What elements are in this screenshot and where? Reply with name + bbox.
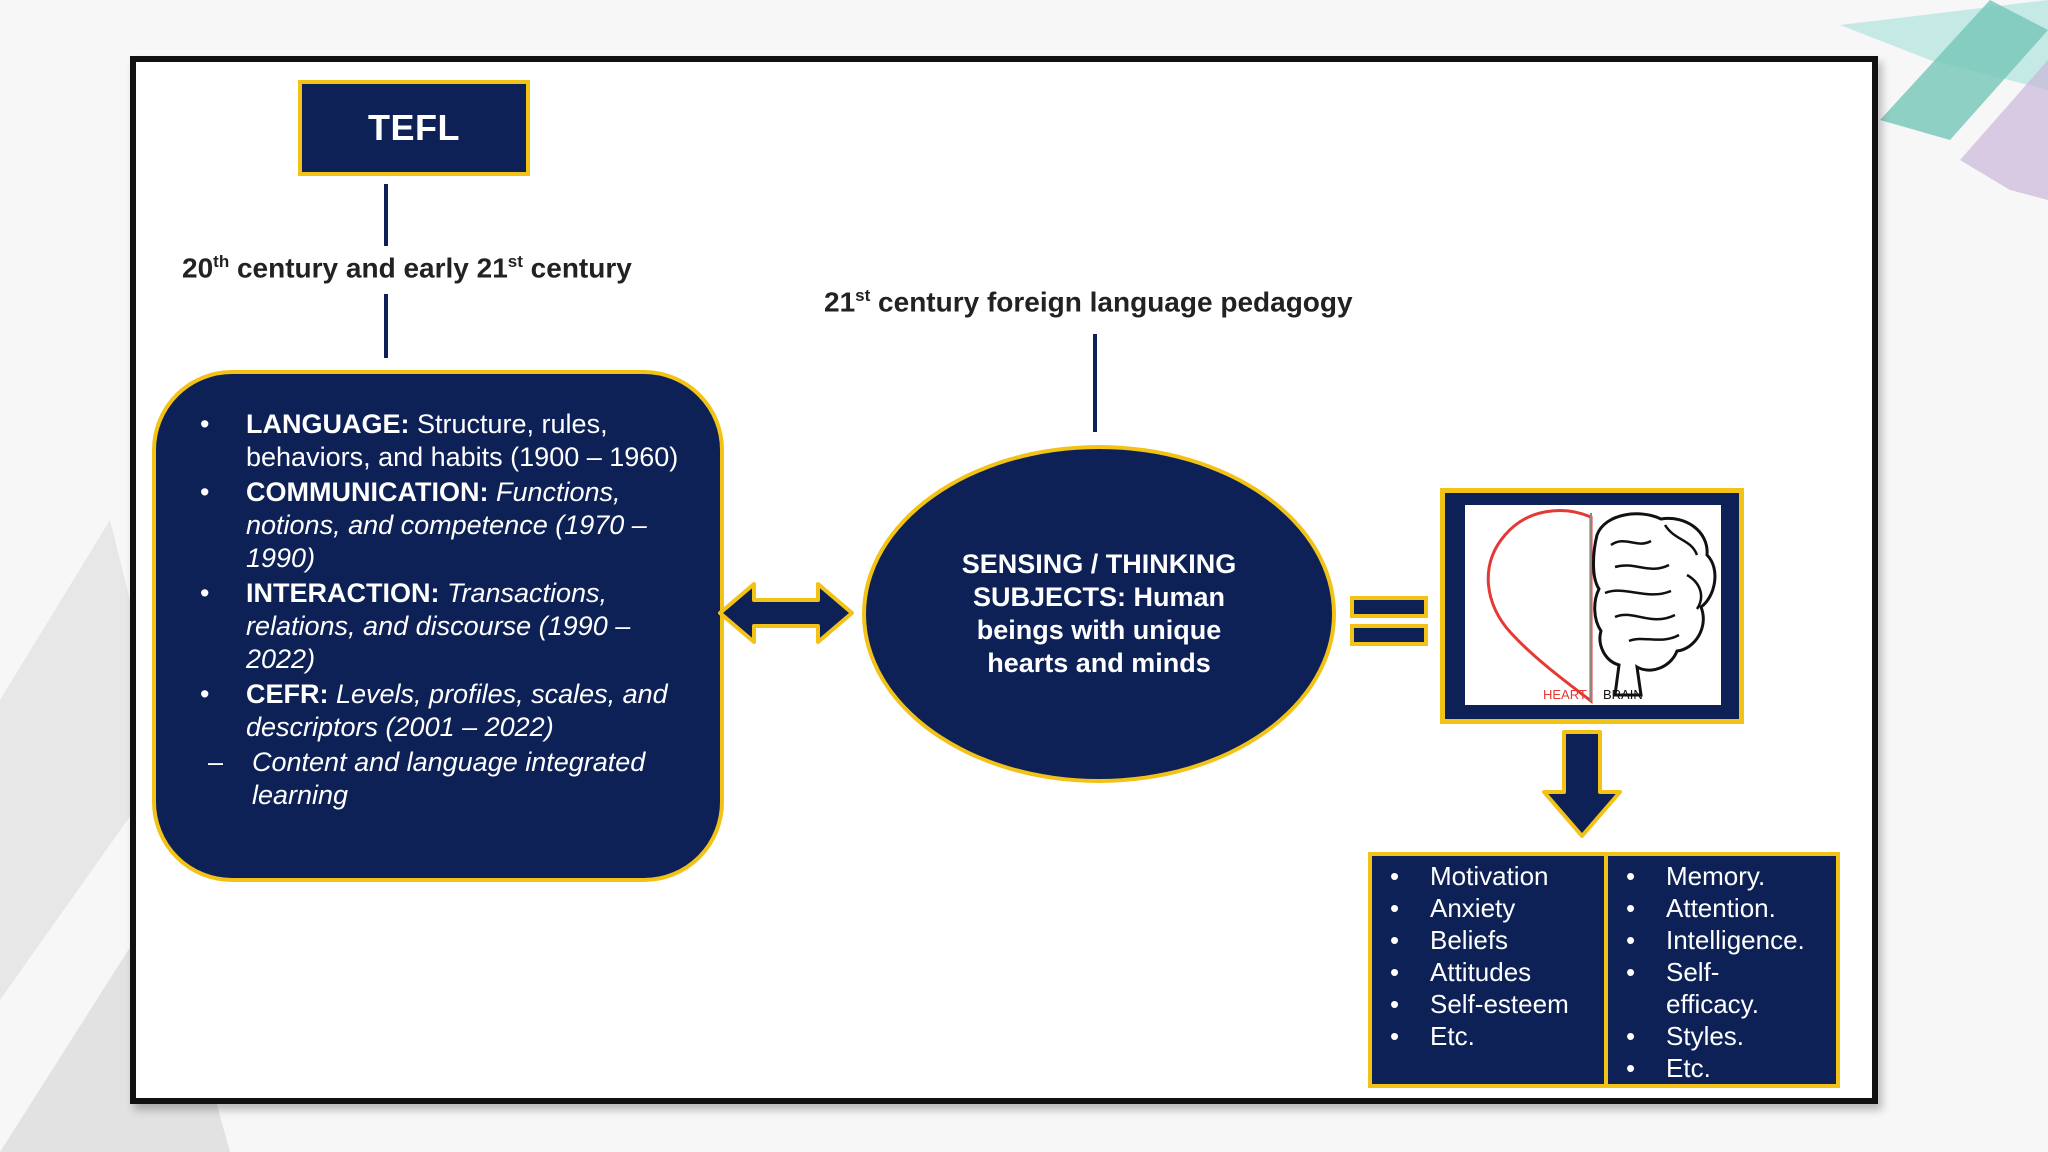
sensing-thinking-ellipse: SENSING / THINKING SUBJECTS: Human being… bbox=[862, 445, 1336, 783]
list-item: Attention. bbox=[1608, 892, 1836, 924]
list-item: Memory. bbox=[1608, 860, 1836, 892]
list-item: Beliefs bbox=[1372, 924, 1608, 956]
down-arrow-icon bbox=[1542, 730, 1622, 838]
approach-item-cefr: CEFR: Levels, profiles, scales, and desc… bbox=[194, 678, 680, 744]
list-item: Styles. bbox=[1608, 1020, 1836, 1052]
heart-brain-icon: HEART BRAIN bbox=[1486, 509, 1717, 705]
connector-center bbox=[1093, 334, 1097, 432]
heart-factors-list: Motivation Anxiety Beliefs Attitudes Sel… bbox=[1372, 856, 1608, 1052]
tefl-box: TEFL bbox=[298, 80, 530, 176]
list-item: Intelligence. bbox=[1608, 924, 1836, 956]
list-item: Self-esteem bbox=[1372, 988, 1608, 1020]
brain-factors-box: Memory. Attention. Intelligence. Self-ef… bbox=[1604, 852, 1840, 1088]
heart-caption: HEART bbox=[1543, 687, 1587, 702]
tefl-approaches-box: LANGUAGE: Structure, rules, behaviors, a… bbox=[152, 370, 724, 882]
list-item: Etc. bbox=[1608, 1052, 1836, 1084]
sensing-thinking-text: SENSING / THINKING SUBJECTS: Human being… bbox=[961, 549, 1237, 678]
approach-item-communication: COMMUNICATION: Functions, notions, and c… bbox=[194, 476, 680, 575]
brain-caption: BRAIN bbox=[1603, 687, 1643, 702]
approach-item-interaction: INTERACTION: Transactions, relations, an… bbox=[194, 577, 680, 676]
list-item: Attitudes bbox=[1372, 956, 1608, 988]
brain-factors-list: Memory. Attention. Intelligence. Self-ef… bbox=[1608, 856, 1836, 1084]
list-item: Anxiety bbox=[1372, 892, 1608, 924]
approach-item-language: LANGUAGE: Structure, rules, behaviors, a… bbox=[194, 408, 680, 474]
equals-bar-bottom bbox=[1350, 624, 1428, 646]
approach-subitem-clil: Content and language integrated learning bbox=[156, 746, 720, 812]
list-item: Etc. bbox=[1372, 1020, 1608, 1052]
list-item: Self-efficacy. bbox=[1608, 956, 1786, 1020]
heart-brain-image: HEART BRAIN bbox=[1440, 488, 1744, 724]
double-arrow-icon bbox=[718, 582, 854, 644]
approaches-list: LANGUAGE: Structure, rules, behaviors, a… bbox=[156, 374, 720, 744]
heart-factors-box: Motivation Anxiety Beliefs Attitudes Sel… bbox=[1368, 852, 1612, 1088]
right-period-label: 21st century foreign language pedagogy bbox=[824, 286, 1353, 318]
list-item: Motivation bbox=[1372, 860, 1608, 892]
tefl-label: TEFL bbox=[368, 107, 460, 148]
connector-bottom-left bbox=[384, 294, 388, 358]
equals-bar-top bbox=[1350, 596, 1428, 618]
connector-top-left bbox=[384, 184, 388, 246]
left-period-label: 20th century and early 21st century bbox=[182, 252, 632, 284]
